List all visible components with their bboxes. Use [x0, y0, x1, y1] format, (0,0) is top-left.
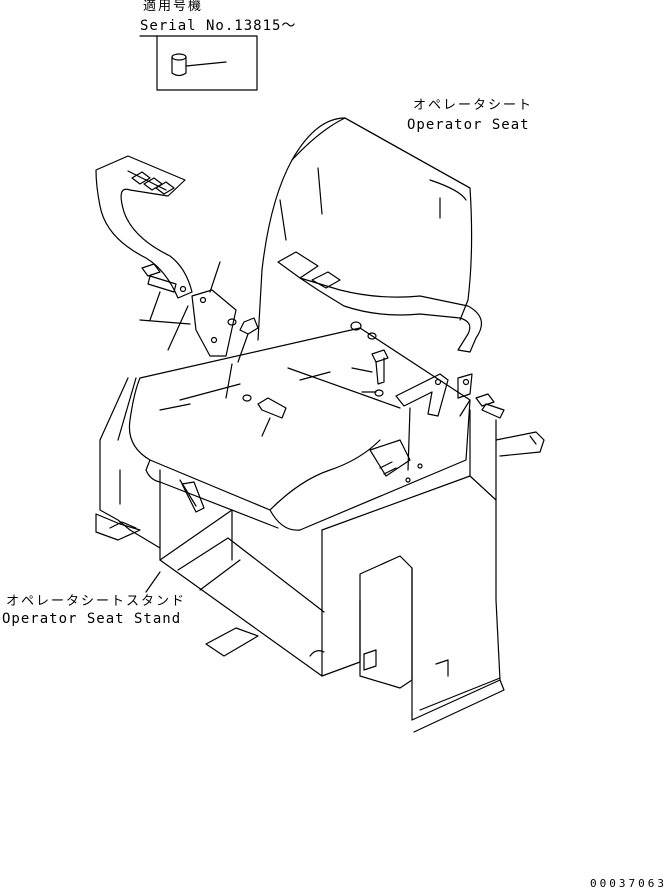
bracket-plate-left	[191, 261, 237, 357]
seat-backrest	[257, 117, 473, 341]
hardware-left	[139, 263, 287, 437]
drawing-number: 00037063	[590, 877, 667, 890]
serial-box	[139, 35, 258, 91]
seat-cushion	[128, 327, 471, 531]
stand-label-en: Operator Seat Stand	[2, 611, 182, 627]
seat-stand	[95, 377, 545, 733]
seat-label-en: Operator Seat	[407, 117, 530, 133]
hardware-right	[350, 321, 505, 419]
serial-number-label: Serial No.13815～	[140, 18, 297, 34]
serial-title-jp: 適用号機	[143, 0, 204, 14]
seat-label-jp: オペレータシート	[413, 98, 534, 113]
seat-belt-left	[95, 155, 193, 299]
leader-lines	[117, 305, 233, 441]
seat-belt-right	[277, 251, 483, 399]
stand-label-jp: オペレータシートスタンド	[6, 594, 187, 609]
